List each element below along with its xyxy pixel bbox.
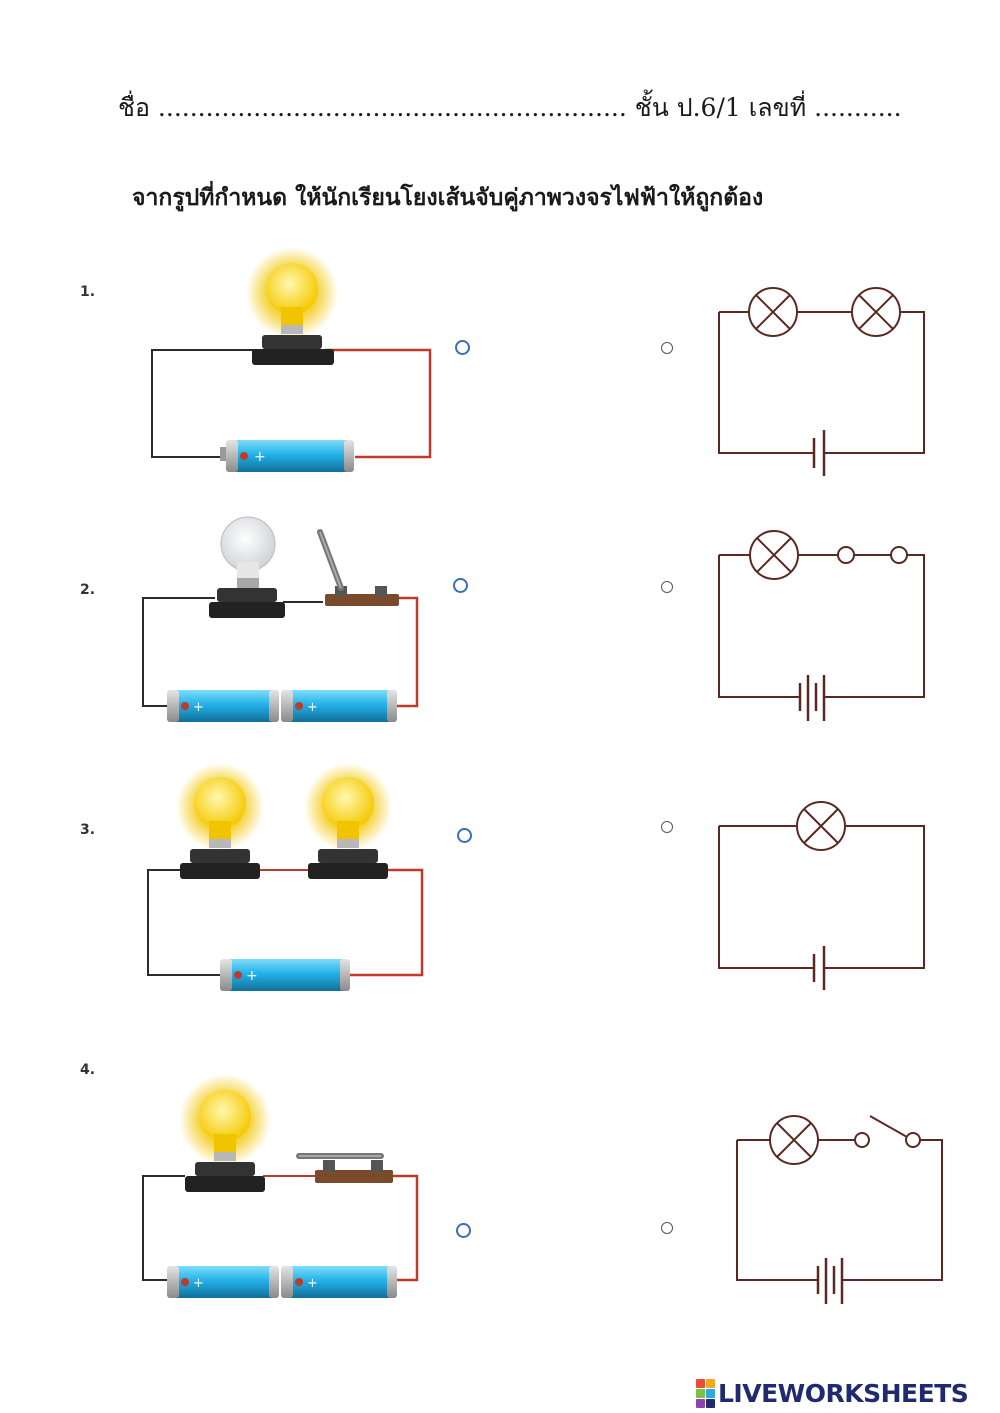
lit-bulb-icon (176, 763, 264, 851)
battery-icon: + (281, 690, 397, 722)
liveworksheets-mark-icon (696, 1378, 715, 1408)
circuit-picture-2: + + (142, 516, 419, 722)
unlit-bulb-icon (220, 516, 276, 588)
svg-text:+: + (254, 449, 266, 465)
lit-bulb-icon (179, 1074, 271, 1166)
circuit-picture-4: + + (142, 1074, 419, 1298)
match-connector-dot[interactable] (661, 581, 673, 593)
lit-bulb-icon (304, 763, 392, 851)
logo-text: LIVEWORKSHEETS (718, 1378, 969, 1408)
battery-icon: + (167, 1266, 279, 1298)
student-info-line: ชื่อ ...................................… (118, 93, 902, 122)
question-number: 4. (80, 1062, 96, 1078)
schematic-diagram-b (718, 530, 925, 721)
svg-text:+: + (246, 968, 258, 984)
svg-text:+: + (193, 700, 204, 715)
open-knife-switch-icon (317, 529, 399, 606)
liveworksheets-logo: LIVEWORKSHEETS (696, 1378, 969, 1408)
schematic-diagram-c (718, 801, 925, 990)
bulb-holder-icon (308, 849, 388, 879)
battery-icon: + (281, 1266, 397, 1298)
battery-icon: + (220, 440, 354, 472)
closed-knife-switch-icon (296, 1153, 393, 1183)
question-number: 3. (80, 822, 96, 838)
bulb-holder-icon (252, 335, 334, 365)
schematic-diagram-a (718, 287, 925, 476)
answer-connector-dot[interactable] (453, 578, 468, 593)
battery-icon: + (220, 959, 350, 991)
svg-text:+: + (307, 1276, 318, 1291)
svg-text:+: + (193, 1276, 204, 1291)
match-connector-dot[interactable] (661, 821, 673, 833)
circuit-picture-1: + (151, 247, 432, 472)
answer-connector-dot[interactable] (455, 340, 470, 355)
question-number: 2. (80, 582, 96, 598)
schematic-diagram-d (736, 1115, 943, 1304)
instruction-text: จากรูปที่กำหนด ให้นักเรียนโยงเส้นจับคู่ภ… (132, 185, 764, 211)
match-connector-dot[interactable] (661, 1222, 673, 1234)
question-number: 1. (80, 284, 96, 300)
bulb-holder-icon (185, 1162, 265, 1192)
answer-connector-dot[interactable] (457, 828, 472, 843)
bulb-holder-icon (180, 849, 260, 879)
lit-bulb-icon (246, 247, 338, 339)
match-connector-dot[interactable] (661, 342, 673, 354)
svg-text:+: + (307, 700, 318, 715)
bulb-holder-icon (209, 588, 285, 618)
battery-icon: + (167, 690, 279, 722)
circuit-picture-3: + (147, 763, 424, 991)
answer-connector-dot[interactable] (456, 1223, 471, 1238)
